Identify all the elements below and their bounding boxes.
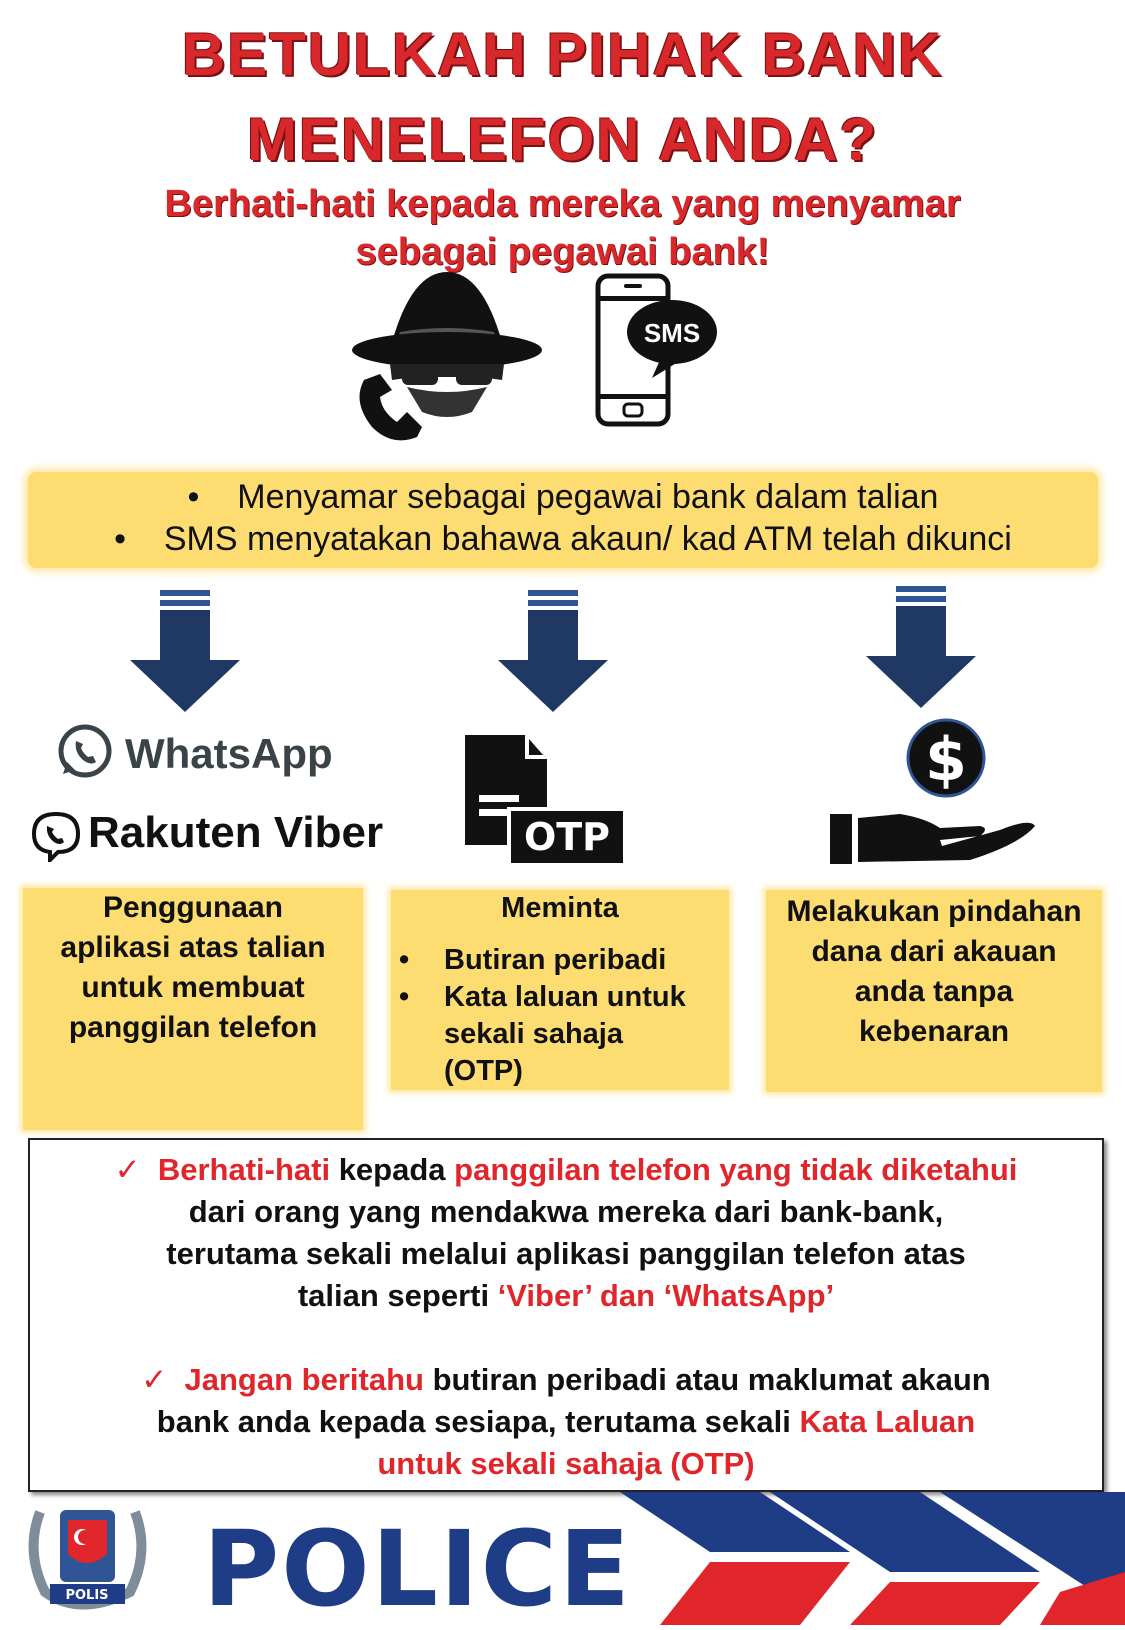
left-text-line: aplikasi atas talian xyxy=(60,931,326,964)
advice-1-line1: ✓ Berhati-hati kepada panggilan telefon … xyxy=(114,1152,1018,1187)
whatsapp-wordmark: WhatsApp xyxy=(125,730,333,777)
viber-icon xyxy=(31,811,81,862)
right-info-box: Melakukan pindahan dana dari akauan anda… xyxy=(766,890,1102,1092)
spy-hat-icon xyxy=(352,272,542,441)
down-arrow-icon xyxy=(130,590,240,712)
right-text-line: dana dari akauan xyxy=(811,935,1057,968)
right-text-line: Melakukan pindahan xyxy=(786,895,1082,928)
list-item: •Kata laluan untuk xyxy=(399,981,686,1013)
advice-2-line1: ✓ Jangan beritahu butiran peribadi atau … xyxy=(141,1362,991,1397)
right-text-line: kebenaran xyxy=(858,1015,1010,1048)
left-text-line: untuk membuat xyxy=(81,971,305,1004)
banner-item-2: • SMS menyatakan bahawa akaun/ kad ATM t… xyxy=(114,520,1012,558)
advice-2-line3: untuk sekali sahaja (OTP) xyxy=(377,1446,755,1481)
left-text-line: panggilan telefon xyxy=(68,1011,318,1044)
footer-chevron-stripes xyxy=(620,1492,1125,1625)
police-crest-logo: POLIS xyxy=(28,1510,147,1610)
down-arrow-icon xyxy=(866,586,976,708)
subtitle: Berhati-hati kepada mereka yang menyamar… xyxy=(0,180,1125,276)
middle-heading: Meminta xyxy=(501,892,619,924)
left-text-line: Penggunaan xyxy=(102,891,283,924)
advice-1-line4: talian seperti ‘Viber’ dan ‘WhatsApp’ xyxy=(297,1278,835,1313)
list-item: (OTP) xyxy=(444,1055,523,1087)
list-item: •Butiran peribadi xyxy=(399,944,667,976)
crest-text: POLIS xyxy=(65,1588,108,1603)
sms-label: SMS xyxy=(644,318,700,348)
phone-sms-icon: SMS xyxy=(595,273,717,427)
main-title-line1: BETULKAH PIHAK BANK xyxy=(181,21,944,88)
middle-bullet-list: •Butiran peribadi •Kata laluan untuk sek… xyxy=(399,942,686,1090)
otp-label: OTP xyxy=(524,815,610,859)
subtitle-line2: sebagai pegawai bank! xyxy=(355,231,770,273)
advice-1-line3: terutama sekali melalui aplikasi panggil… xyxy=(166,1236,966,1271)
right-text-line: anda tanpa xyxy=(854,975,1014,1008)
money-hand-icon: $ xyxy=(830,718,1035,864)
main-title-line2: MENELEFON ANDA? xyxy=(246,106,879,173)
viber-wordmark: Rakuten Viber xyxy=(88,808,384,857)
whatsapp-icon xyxy=(58,724,112,778)
left-info-box: Penggunaan aplikasi atas talian untuk me… xyxy=(23,888,363,1130)
advice-box: ✓ Berhati-hati kepada panggilan telefon … xyxy=(28,1138,1104,1492)
svg-text:$: $ xyxy=(925,725,967,795)
down-arrow-icon xyxy=(498,590,608,712)
banner-item-1: • Menyamar sebagai pegawai bank dalam ta… xyxy=(187,478,939,516)
subtitle-line1: Berhati-hati kepada mereka yang menyamar xyxy=(164,183,961,225)
police-wordmark: POLICE xyxy=(203,1508,632,1630)
advice-1-line2: dari orang yang mendakwa mereka dari ban… xyxy=(188,1194,944,1229)
list-item: sekali sahaja xyxy=(444,1018,623,1050)
otp-document-icon: OTP xyxy=(465,735,625,865)
advice-2-line2: bank anda kepada sesiapa, terutama sekal… xyxy=(156,1404,976,1439)
scam-method-banner: • Menyamar sebagai pegawai bank dalam ta… xyxy=(28,472,1098,568)
check-icon: ✓ xyxy=(114,1152,141,1187)
middle-info-box: Meminta •Butiran peribadi •Kata laluan u… xyxy=(391,890,729,1090)
check-icon: ✓ xyxy=(141,1362,168,1397)
